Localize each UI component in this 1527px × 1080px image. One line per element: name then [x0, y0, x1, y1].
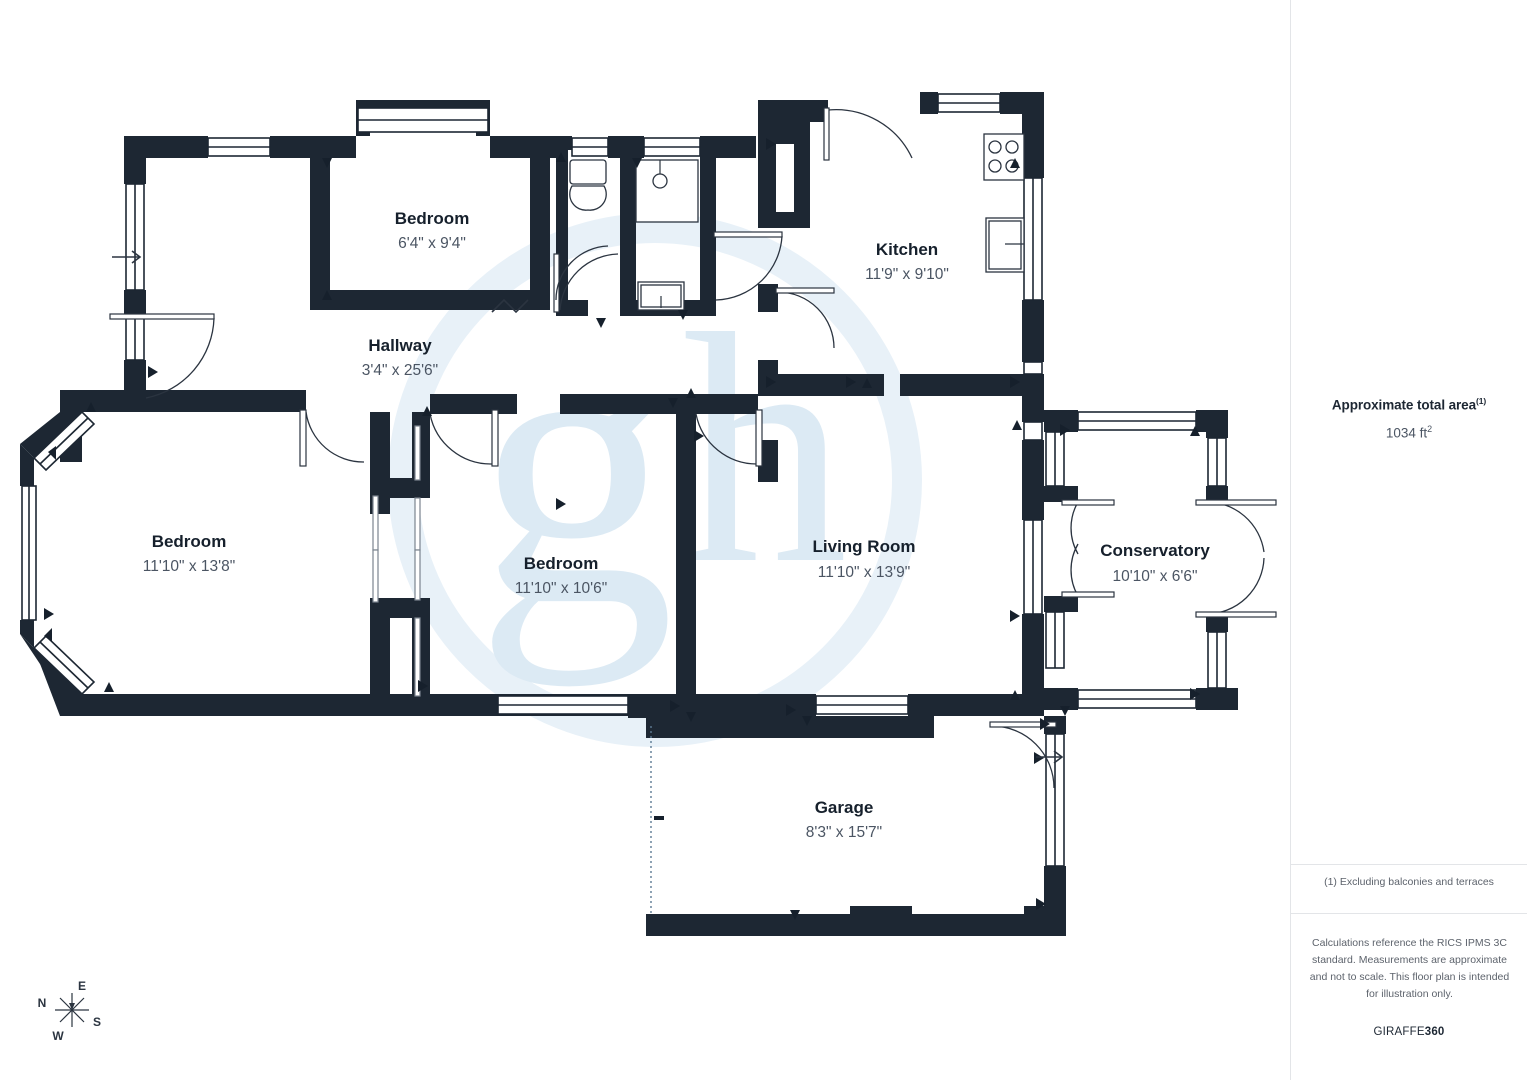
- brand-prefix: GIRAFFE: [1373, 1026, 1425, 1038]
- room-label-bedroom-top: Bedroom 6'4" x 9'4": [395, 209, 470, 252]
- room-label-kitchen: Kitchen 11'9" x 9'10": [865, 240, 949, 283]
- fixtures: [569, 133, 1025, 311]
- footnote-text: (1) Excluding balconies and terraces: [1324, 876, 1494, 888]
- closet-sliding-doors: [372, 425, 421, 697]
- garage-entry-arrow-icon: [1036, 750, 1064, 764]
- room-name: Living Room: [813, 537, 916, 556]
- total-area-number: 1034 ft: [1385, 425, 1428, 440]
- floor-plan-drawing: g h: [20, 92, 1277, 1043]
- room-labels: Bedroom 6'4" x 9'4" Hallway 3'4" x 25'6"…: [143, 209, 1211, 841]
- hob-cooker-icon: [983, 133, 1025, 181]
- total-area-title-text: Approximate total area: [1331, 397, 1476, 413]
- disclaimer-text: Calculations reference the RICS IPMS 3C …: [1309, 937, 1510, 1000]
- shower-enclosure-icon: [635, 159, 699, 223]
- room-dimensions: 10'10" x 6'6": [1112, 568, 1197, 585]
- room-label-bedroom-mid: Bedroom 11'10" x 10'6": [515, 554, 607, 597]
- room-dimensions: 11'10" x 13'8": [143, 558, 235, 575]
- disclaimer-block: Calculations reference the RICS IPMS 3C …: [1308, 935, 1511, 1003]
- compass-label-east: E: [78, 979, 86, 993]
- total-area-block: Approximate total area(1) 1034 ft2: [1291, 396, 1527, 440]
- total-area-title: Approximate total area(1): [1291, 396, 1527, 413]
- wash-basin-icon: [637, 281, 685, 311]
- total-area-footnote-marker: (1): [1476, 396, 1487, 406]
- watermark-letter-g: g: [475, 244, 675, 688]
- panel-divider-bottom: [1291, 913, 1527, 914]
- loft-hatch-marker: [491, 298, 529, 314]
- brand-suffix: 360: [1424, 1026, 1445, 1038]
- compass-label-north: N: [38, 996, 47, 1010]
- total-area-unit-exponent: 2: [1427, 423, 1433, 434]
- room-name: Bedroom: [152, 532, 227, 551]
- footnote-block: (1) Excluding balconies and terraces: [1291, 876, 1527, 888]
- windows: [21, 93, 1227, 867]
- room-label-living-room: Living Room 11'10" x 13'9": [813, 537, 916, 581]
- compass-needle-icon: [69, 1003, 75, 1010]
- room-name: Kitchen: [876, 240, 938, 259]
- kitchen-sink-icon: [985, 217, 1025, 273]
- room-dimensions: 11'10" x 13'9": [818, 564, 910, 581]
- room-label-bedroom-left: Bedroom 11'10" x 13'8": [143, 532, 235, 575]
- floor-plan-canvas[interactable]: g h: [0, 0, 1290, 1080]
- room-name: Hallway: [368, 336, 432, 355]
- room-dimensions: 11'9" x 9'10": [865, 266, 949, 283]
- room-dimensions: 6'4" x 9'4": [398, 235, 466, 252]
- room-label-hallway: Hallway 3'4" x 25'6": [362, 336, 438, 379]
- brand-logo-text: GIRAFFE360: [1291, 1026, 1527, 1038]
- front-entry-arrow-icon: [112, 250, 142, 264]
- wc-toilet-icon: [569, 159, 607, 211]
- room-name: Garage: [815, 798, 874, 817]
- entry-direction-arrows: [112, 250, 1064, 764]
- room-dimensions: 8'3" x 15'7": [806, 824, 882, 841]
- info-side-panel: Approximate total area(1) 1034 ft2 (1) E…: [1290, 0, 1527, 1080]
- room-dimensions: 11'10" x 10'6": [515, 580, 607, 597]
- brand-block: GIRAFFE360: [1291, 1026, 1527, 1038]
- compass-label-west: W: [52, 1029, 64, 1043]
- room-label-conservatory: Conservatory 10'10" x 6'6": [1100, 541, 1210, 585]
- compass-label-south: S: [93, 1015, 101, 1029]
- dimension-markers: [44, 138, 1200, 920]
- compass-rose: E N S W: [38, 979, 101, 1043]
- room-name: Bedroom: [524, 554, 599, 573]
- room-name: Conservatory: [1100, 541, 1210, 560]
- doors: [109, 107, 1277, 789]
- total-area-value: 1034 ft2: [1291, 424, 1527, 441]
- panel-divider-top: [1291, 864, 1527, 865]
- room-dimensions: 3'4" x 25'6": [362, 362, 438, 379]
- room-label-garage: Garage 8'3" x 15'7": [806, 798, 882, 841]
- room-name: Bedroom: [395, 209, 470, 228]
